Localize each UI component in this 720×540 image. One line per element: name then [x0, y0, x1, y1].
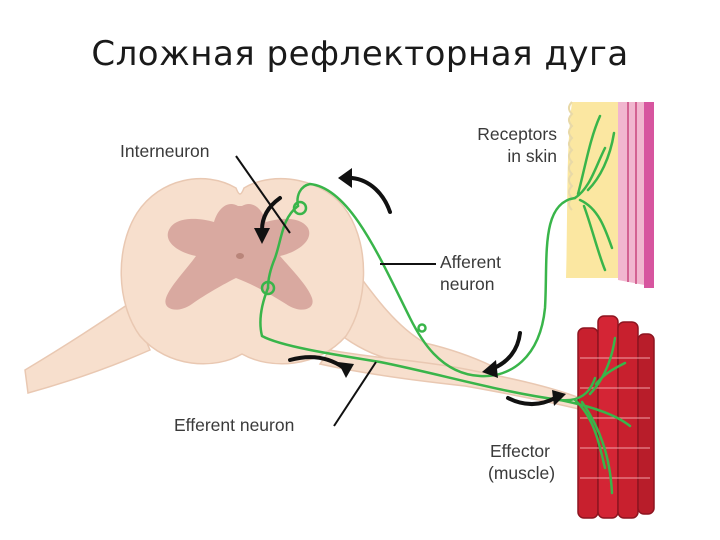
label-interneuron: Interneuron [120, 141, 210, 161]
left-nerve-root [24, 301, 151, 394]
label-effector-line1: Effector [490, 441, 550, 461]
label-afferent-line2: neuron [440, 274, 495, 294]
arrow-into-cord [260, 196, 282, 232]
skin-edge [644, 102, 654, 288]
muscle-effector [577, 315, 655, 519]
interneuron [266, 204, 300, 290]
receptor-branches [573, 114, 616, 272]
effector-branches [558, 336, 632, 495]
arrow-head [338, 168, 352, 188]
label-receptors-line2: in skin [507, 146, 557, 166]
label-receptors-line1: Receptors [477, 124, 557, 144]
reflex-arc-figure: Interneuron Receptors in skin Afferent n… [0, 88, 720, 540]
reflex-arc-diagram [24, 101, 655, 519]
skin-dermis-layer [618, 102, 650, 286]
leader-efferent [333, 361, 377, 427]
muscle-fiber [637, 333, 655, 515]
label-effector-line2: (muscle) [488, 463, 556, 483]
interneuron-synapse [292, 200, 308, 216]
label-afferent-line1: Afferent [440, 252, 501, 272]
spinal-cord [24, 177, 586, 411]
motor-synapse [260, 280, 276, 296]
arrow-head [338, 362, 354, 378]
arrow-heads [254, 168, 566, 406]
skin-fat-layer [566, 102, 620, 278]
arrow-head [254, 228, 270, 244]
leader-lines [235, 155, 436, 427]
arrow-efferent-right [506, 396, 557, 406]
arrow-head [552, 390, 566, 406]
ganglion-cell [417, 323, 427, 333]
arrow-afferent-bottom [492, 331, 522, 370]
label-efferent: Efferent neuron [174, 415, 295, 435]
afferent-neuron [296, 182, 577, 378]
skin-epidermis-bumps [568, 101, 574, 211]
slide-title: Сложная рефлекторная дуга [91, 34, 629, 74]
central-canal [236, 253, 244, 259]
arrow-head [482, 360, 498, 378]
leader-interneuron [235, 155, 291, 234]
neuron-paths [259, 114, 632, 495]
arrow-afferent-top [350, 176, 392, 214]
